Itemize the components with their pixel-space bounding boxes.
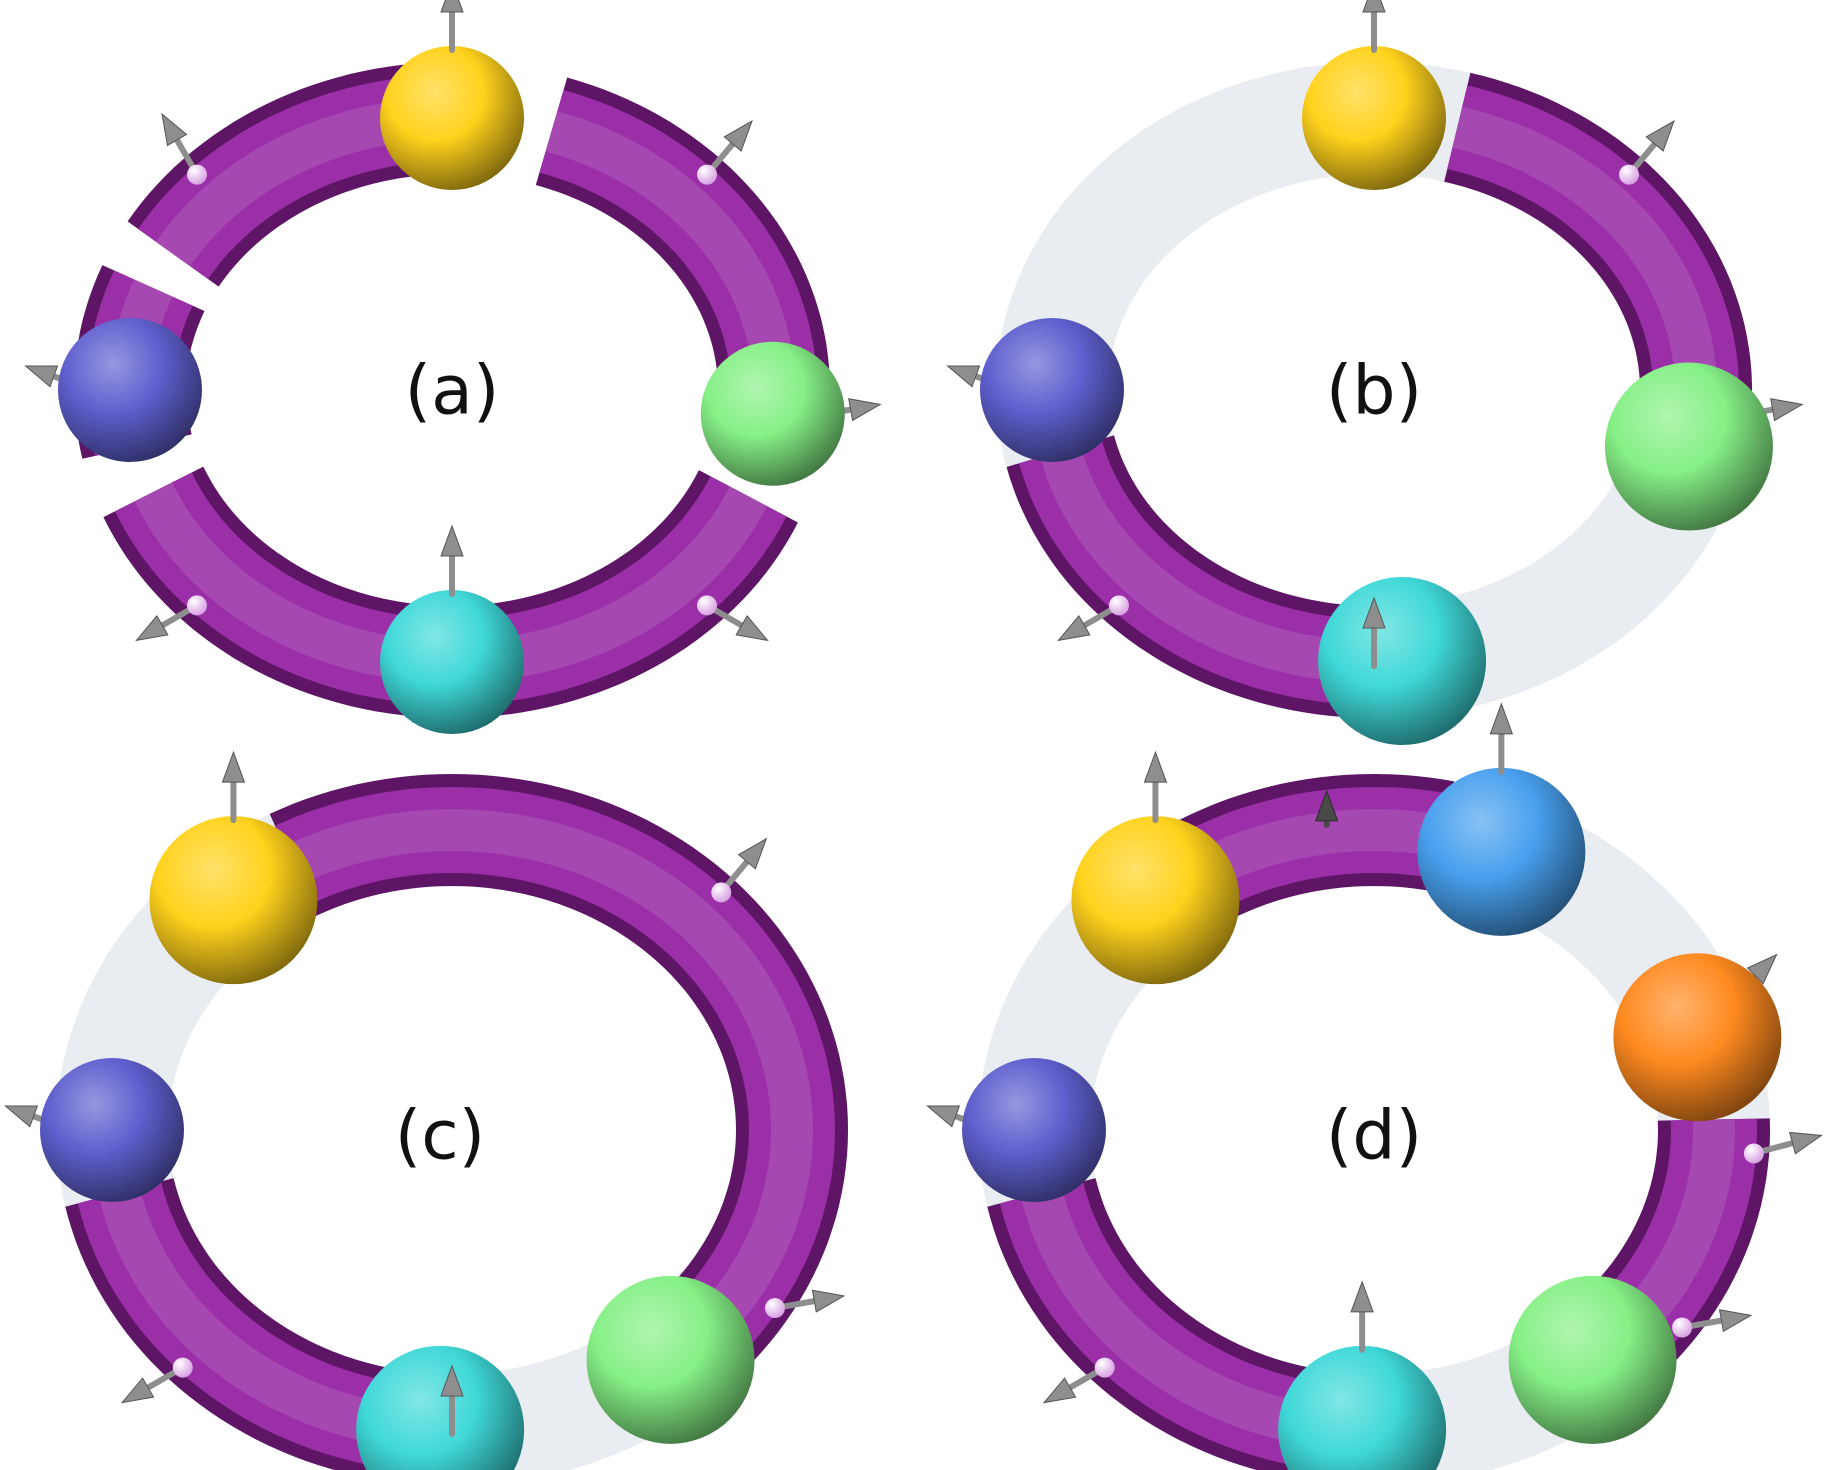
vertical-arrow bbox=[1362, 596, 1386, 669]
panel-c: (c) bbox=[4, 750, 849, 1470]
vertical-arrow bbox=[1362, 0, 1386, 53]
tube-segment bbox=[465, 470, 798, 718]
spin-arrow bbox=[1042, 1364, 1108, 1404]
vertical-arrow bbox=[1143, 750, 1168, 824]
cyan-sphere bbox=[1278, 1345, 1447, 1470]
cyan-sphere bbox=[380, 590, 524, 734]
panel-label: (c) bbox=[395, 1097, 485, 1176]
spin-arrow bbox=[704, 602, 769, 642]
knob-sphere bbox=[186, 164, 207, 185]
spin-arrow bbox=[1750, 1131, 1823, 1157]
knob-sphere bbox=[711, 882, 732, 903]
tube-segment bbox=[65, 1178, 423, 1470]
tube-segment bbox=[1006, 435, 1351, 717]
orange-sphere bbox=[1613, 953, 1782, 1122]
vertical-arrow bbox=[221, 750, 246, 824]
panel-label: (a) bbox=[405, 352, 500, 431]
green-sphere bbox=[586, 1275, 755, 1444]
knob-sphere bbox=[186, 595, 207, 616]
yellow-sphere bbox=[1302, 46, 1446, 190]
panel-label: (b) bbox=[1326, 352, 1422, 431]
spin-arrow bbox=[718, 837, 768, 896]
panel-a: (a) bbox=[24, 0, 882, 734]
knob-sphere bbox=[1108, 595, 1129, 616]
knob-sphere bbox=[764, 1298, 785, 1319]
cyan-sphere bbox=[1318, 576, 1487, 745]
yellow-sphere bbox=[149, 816, 318, 985]
cyan-sphere bbox=[356, 1345, 525, 1470]
vertical-arrow bbox=[440, 1364, 464, 1437]
blue-sphere bbox=[1417, 767, 1586, 936]
knob-sphere bbox=[1672, 1317, 1693, 1338]
spin-arrow bbox=[120, 1364, 186, 1404]
knob-sphere bbox=[1743, 1143, 1764, 1164]
indigo-sphere bbox=[962, 1058, 1106, 1202]
tube-segment bbox=[987, 1178, 1325, 1470]
vertical-arrow bbox=[440, 0, 464, 53]
dark-cone-arrow bbox=[1314, 789, 1339, 828]
panel-d: (d) bbox=[926, 702, 1823, 1470]
knob-sphere bbox=[1094, 1357, 1115, 1378]
indigo-sphere bbox=[40, 1058, 184, 1202]
panel-label: (d) bbox=[1326, 1097, 1422, 1176]
knob-sphere bbox=[697, 164, 718, 185]
spin-arrow bbox=[1626, 119, 1675, 178]
indigo-sphere bbox=[58, 318, 202, 462]
knob-sphere bbox=[172, 1357, 193, 1378]
green-sphere bbox=[1508, 1275, 1677, 1444]
vertical-arrow bbox=[1350, 1280, 1374, 1353]
tube-segment bbox=[269, 773, 849, 1405]
knob-sphere bbox=[1619, 164, 1640, 185]
spin-arrow bbox=[704, 119, 753, 178]
green-sphere bbox=[1604, 362, 1773, 531]
green-sphere bbox=[700, 341, 845, 486]
spin-arrow bbox=[1057, 602, 1122, 642]
yellow-sphere bbox=[1071, 816, 1240, 985]
knob-sphere bbox=[697, 595, 718, 616]
yellow-sphere bbox=[380, 46, 524, 190]
vertical-arrow bbox=[440, 524, 464, 597]
tube-segment bbox=[103, 466, 424, 717]
indigo-sphere bbox=[980, 318, 1124, 462]
vertical-arrow bbox=[1489, 702, 1514, 775]
panel-b: (b) bbox=[946, 0, 1804, 745]
